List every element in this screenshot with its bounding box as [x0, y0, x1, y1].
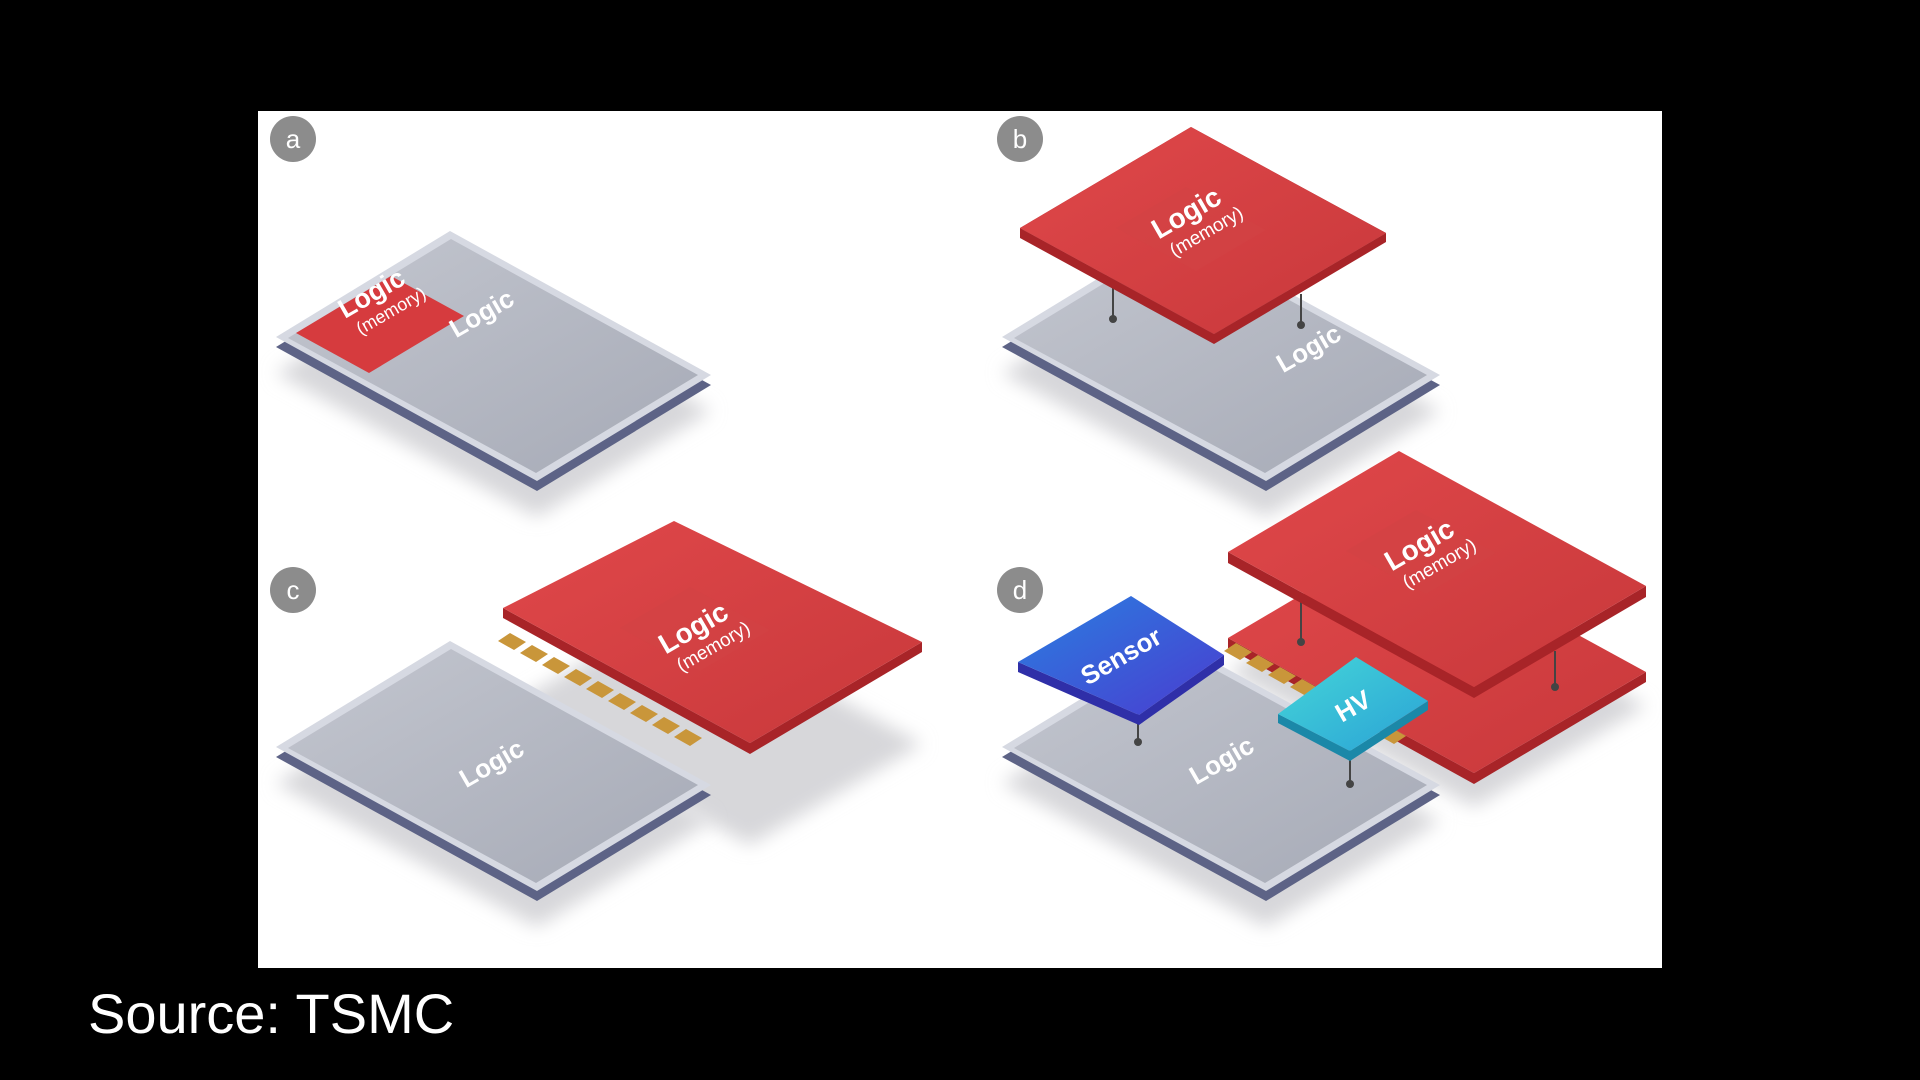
source-caption: Source: TSMC	[88, 982, 455, 1045]
memory-die-side	[503, 608, 922, 754]
panel-label-badge	[997, 567, 1043, 613]
sensor-die-side	[1018, 655, 1224, 725]
panel-a: Logic (memory) Logic a	[270, 116, 711, 517]
panel-label-badge	[997, 116, 1043, 162]
panel-b: Logic Logic (memory) b	[997, 116, 1440, 517]
panel-label-badge	[270, 116, 316, 162]
panel-label: c	[287, 575, 300, 605]
memory-die-side	[1228, 552, 1646, 698]
chip-stacking-diagram: Logic (memory) Logic a Logic Logic (memo…	[270, 116, 1646, 927]
diagram-figure: Logic (memory) Logic a Logic Logic (memo…	[258, 111, 1662, 968]
sensor-die	[1018, 596, 1224, 715]
memory-core	[1116, 187, 1266, 271]
hv-die-side	[1278, 701, 1428, 761]
memory-core	[1346, 510, 1496, 594]
panel-d: Logic Sensor HV Logic (memory) d	[997, 451, 1646, 927]
lower-die-side	[1228, 638, 1646, 784]
panel-label: b	[1013, 124, 1027, 154]
logic-base-die	[1014, 239, 1427, 473]
memory-core	[620, 587, 770, 671]
micro-bump-row	[498, 633, 702, 746]
panel-c: Logic (memory) Logic c	[270, 521, 922, 927]
hv-die	[1278, 657, 1428, 751]
logic-base-die	[288, 649, 698, 883]
panel-label: d	[1013, 575, 1027, 605]
panel-label-badge	[270, 567, 316, 613]
panel-label: a	[286, 124, 301, 154]
memory-die	[296, 276, 464, 373]
